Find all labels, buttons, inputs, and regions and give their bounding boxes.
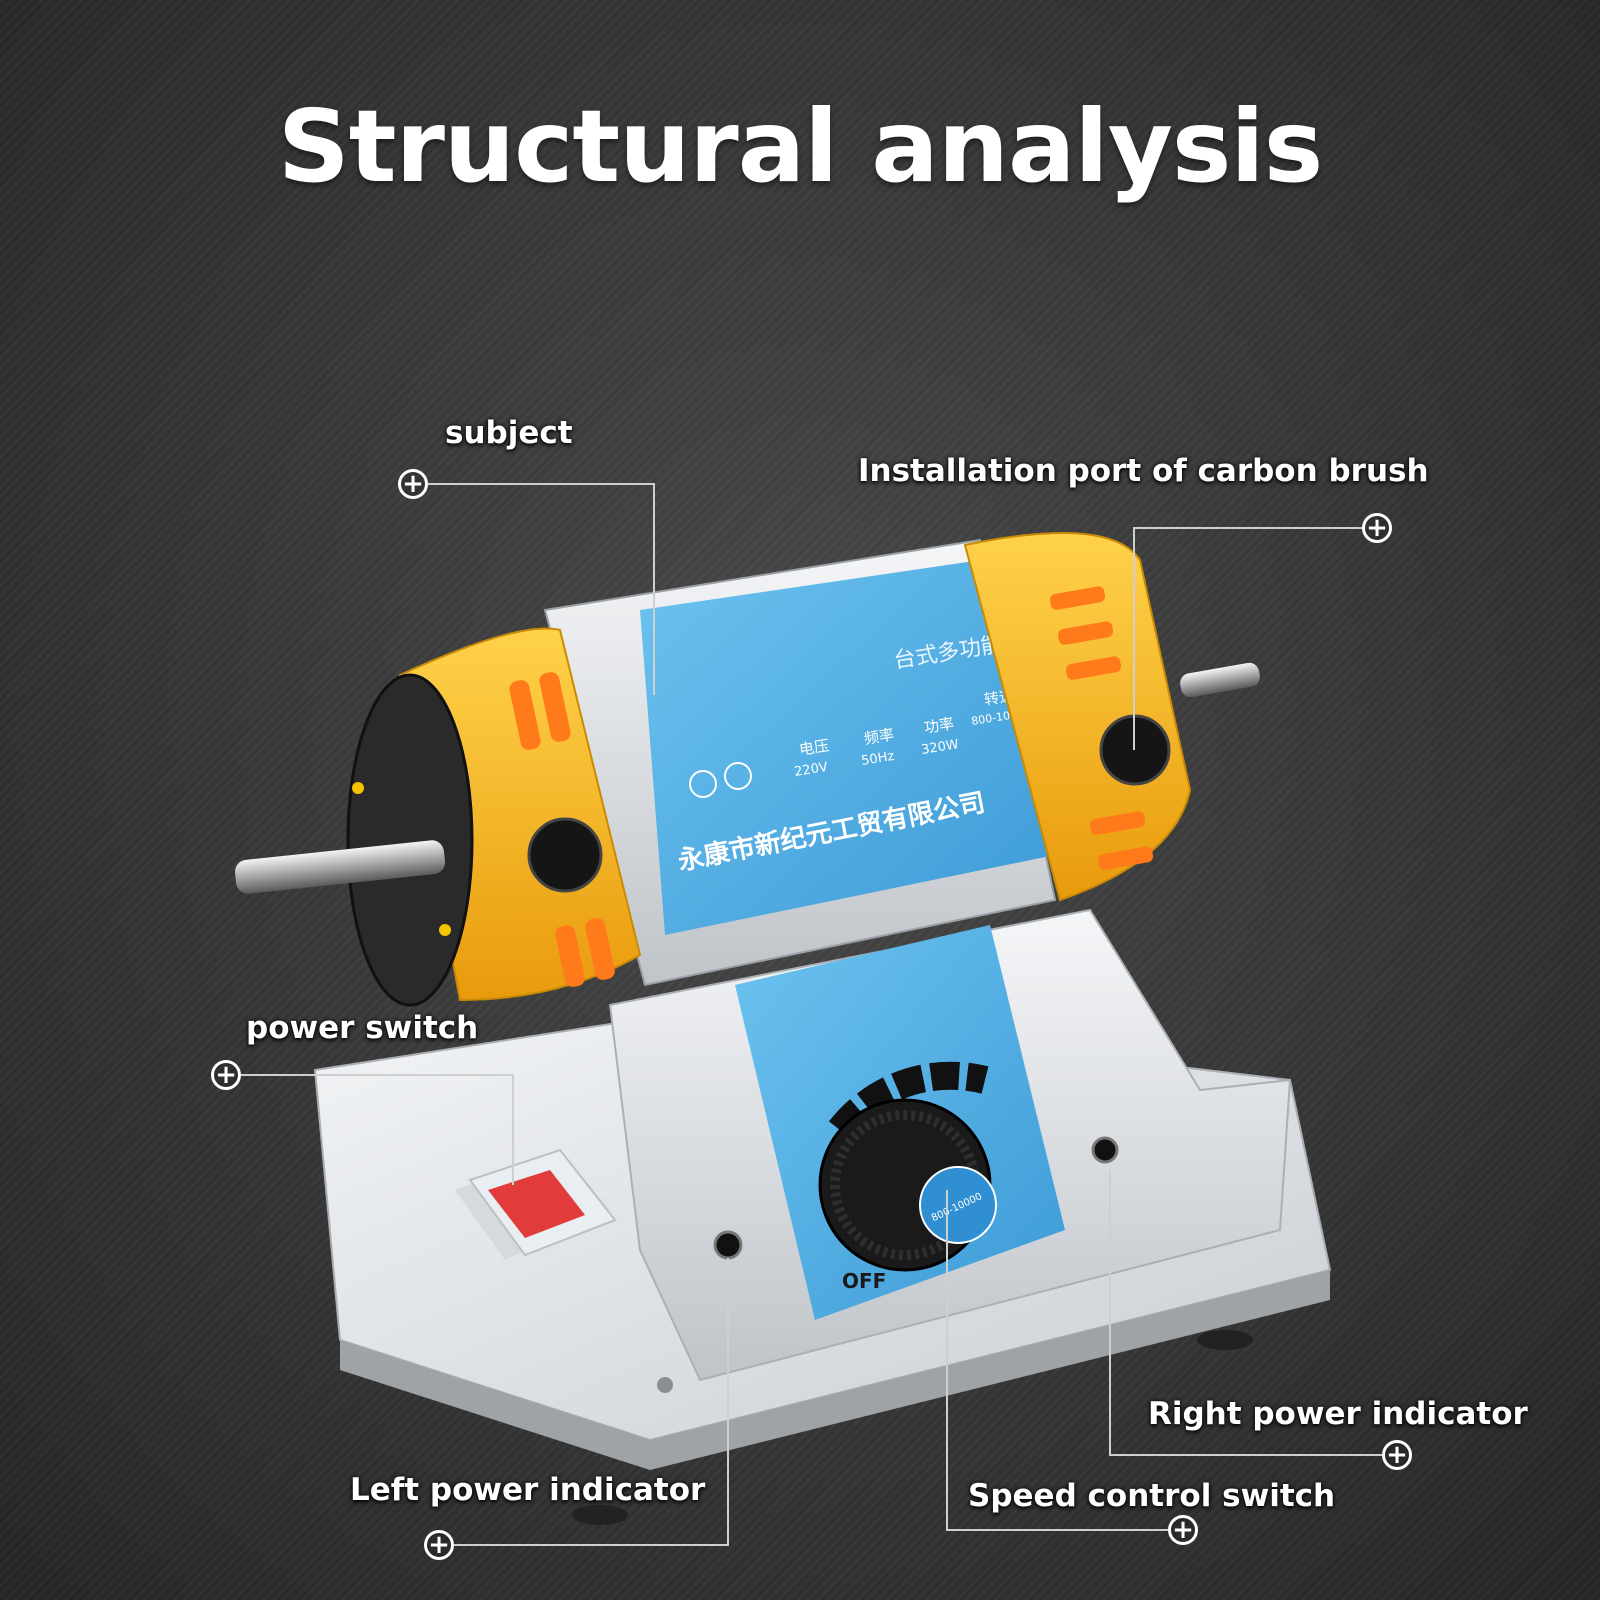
plus-circle-icon[interactable]: +	[1168, 1515, 1198, 1545]
power-switch[interactable]	[468, 1148, 617, 1257]
logo-icon	[689, 770, 717, 798]
plus-circle-icon[interactable]: +	[398, 469, 428, 499]
motor-body: 台式多功能台磨 电压 220V 频率 50Hz 功率 320W 转速 800-1…	[543, 538, 1057, 987]
label-right-power-indicator: Right power indicator	[1148, 1396, 1528, 1432]
label-left-power-indicator: Left power indicator	[350, 1472, 706, 1508]
speed-control-knob[interactable]: 800-10000 OFF	[818, 1061, 997, 1293]
product-label	[640, 555, 1055, 935]
plus-circle-icon[interactable]: +	[424, 1530, 454, 1560]
spec-power-value: 320W	[920, 737, 960, 758]
spec-frequency-key: 频率	[863, 725, 895, 747]
right-power-indicator	[1091, 1136, 1119, 1164]
label-subject: subject	[445, 415, 573, 451]
left-motor-cap	[234, 627, 642, 1007]
spec-power-key: 功率	[923, 714, 955, 736]
label-power-switch: power switch	[246, 1010, 479, 1046]
plus-circle-icon[interactable]: +	[211, 1060, 241, 1090]
plus-circle-icon[interactable]: +	[1382, 1440, 1412, 1470]
spec-frequency-value: 50Hz	[860, 749, 895, 769]
knob-off-text: OFF	[842, 1269, 886, 1293]
logo-icon	[724, 762, 752, 790]
leader-lines	[241, 483, 1382, 1546]
page-title: Structural analysis	[277, 88, 1323, 205]
label-speed-control-switch: Speed control switch	[968, 1478, 1336, 1514]
label-carbon-brush: Installation port of carbon brush	[858, 453, 1429, 489]
spec-voltage-value: 220V	[793, 760, 829, 780]
plus-circle-icon[interactable]: +	[1362, 513, 1392, 543]
right-shaft	[1180, 662, 1260, 698]
spec-voltage-key: 电压	[798, 736, 830, 758]
left-power-indicator	[713, 1230, 743, 1260]
left-shaft	[234, 840, 446, 894]
